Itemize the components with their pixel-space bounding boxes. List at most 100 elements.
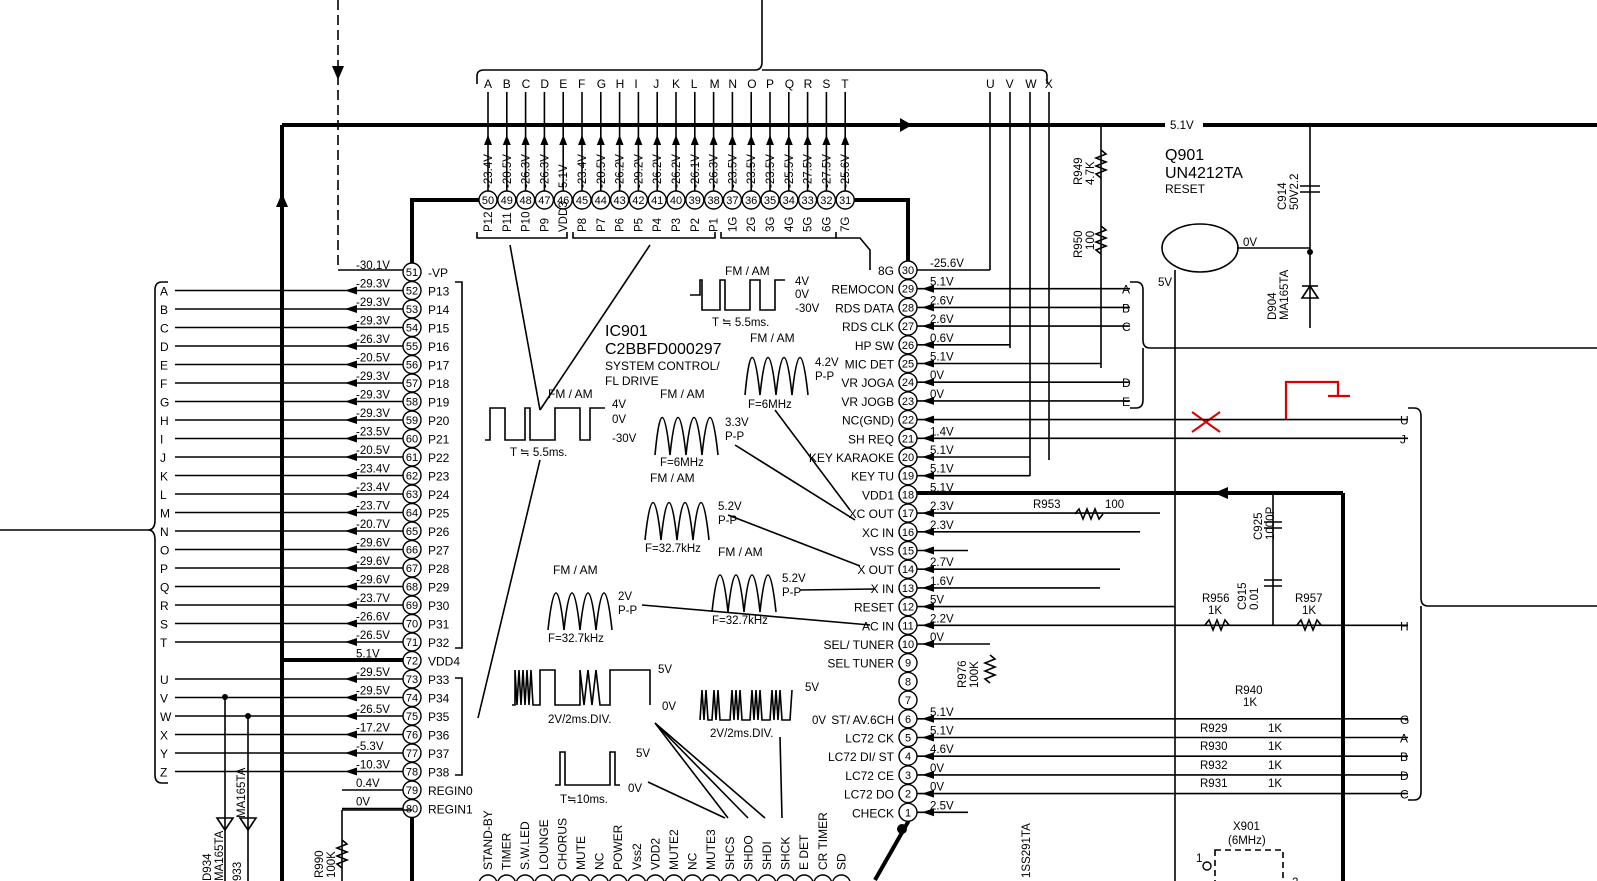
svg-text:F=32.7kHz: F=32.7kHz (645, 543, 701, 555)
pin-num-63: 63 (406, 489, 418, 501)
top-bus-letter: C (522, 77, 531, 91)
pin-name-50: P12 (483, 212, 495, 232)
right-arrow-29 (922, 284, 934, 293)
pin-name-30: 8G (878, 264, 894, 278)
left-bus-letter: D (160, 340, 169, 354)
left-bus-letter: O (160, 544, 169, 558)
left-bus-letter: J (160, 451, 166, 465)
right-arrow-13 (922, 583, 934, 592)
svg-text:50V2.2: 50V2.2 (1289, 174, 1301, 210)
bottom-pin-label: VDD2 (648, 838, 662, 870)
pin-voltage-33: -27.5V (803, 154, 815, 188)
right-bus-letter: B (1122, 301, 1130, 315)
pin-voltage-32: -27.5V (821, 154, 833, 188)
pin-name-74: P34 (428, 692, 450, 706)
left-bus-letter: S (160, 618, 168, 632)
pin-46 (553, 190, 573, 210)
svg-text:R953: R953 (1033, 499, 1061, 511)
pin-name-70: P31 (428, 618, 450, 632)
svg-text:C914: C914 (1277, 182, 1289, 210)
top-arrow-37 (728, 135, 737, 145)
right-arrow-12 (922, 602, 934, 611)
ic-desc2: FL DRIVE (605, 374, 659, 388)
svg-text:4V: 4V (795, 276, 809, 288)
left-bus-letter: Y (160, 747, 168, 761)
top-bus-letter: O (747, 77, 756, 91)
pin-name-67: P28 (428, 562, 450, 576)
pin-num-47: 47 (538, 195, 550, 207)
pin-name-28: RDS DATA (835, 301, 894, 315)
top-bus-letter: K (672, 77, 680, 91)
pin-9 (898, 653, 918, 673)
svg-text:T ≒ 5.5ms.: T ≒ 5.5ms. (712, 317, 769, 329)
pin-num-42: 42 (632, 195, 644, 207)
pin-voltage-65: -20.7V (356, 519, 390, 531)
pin-voltage-63: -23.4V (356, 482, 390, 494)
pin-name-19: KEY TU (851, 470, 894, 484)
svg-text:D934: D934 (202, 853, 214, 881)
top-arrow-41 (653, 135, 662, 145)
top-arrow-40 (672, 135, 680, 145)
pin-num-20: 20 (902, 452, 914, 464)
svg-text:100: 100 (1105, 499, 1124, 511)
pin-name-32: 6G (821, 217, 833, 232)
svg-text:3.3V: 3.3V (725, 417, 749, 429)
bottom-pin (813, 874, 833, 881)
pin-name-20: KEY KARAOKE (809, 451, 894, 465)
pin-num-32: 32 (820, 195, 832, 207)
svg-text:5V: 5V (805, 682, 819, 694)
left-arrow-60 (345, 434, 357, 443)
pin-voltage-5: 5.1V (930, 726, 954, 738)
pin-num-14: 14 (902, 564, 914, 576)
pin-name-37: 1G (727, 217, 739, 232)
pin-voltage-69: -23.7V (356, 593, 390, 605)
svg-text:FM / AM: FM / AM (750, 331, 795, 345)
bottom-pin-label: STAND-BY (481, 810, 495, 870)
left-arrow-71 (345, 638, 357, 646)
left-bus-letter: P (160, 562, 168, 576)
pin-name-41: P4 (652, 217, 664, 232)
right-bus-letter: G (1400, 713, 1409, 727)
pin-name-62: P23 (428, 470, 450, 484)
svg-text:933: 933 (232, 862, 244, 881)
right-arrow-17 (922, 509, 934, 518)
pin-voltage-52: -29.3V (356, 279, 390, 291)
pin-41 (647, 190, 667, 210)
pin-36 (741, 190, 761, 210)
pin-num-66: 66 (406, 545, 418, 557)
pin-name-38: P1 (709, 218, 721, 232)
svg-text:R957: R957 (1295, 593, 1323, 605)
bottom-pin (646, 874, 665, 881)
pin-name-17: XC OUT (849, 507, 895, 521)
pin-name-6: ST/ AV.6CH (831, 713, 894, 727)
svg-text:R949: R949 (1073, 158, 1085, 186)
svg-text:D904: D904 (1267, 292, 1279, 320)
pin-voltage-76: -17.2V (356, 723, 390, 735)
svg-text:P-P: P-P (718, 515, 738, 527)
top-bus-letter: B (503, 77, 511, 91)
pin-name-45: P8 (577, 218, 589, 232)
svg-text:5V: 5V (1158, 277, 1172, 289)
svg-text:R976: R976 (957, 661, 969, 689)
right-arrow-2 (922, 789, 934, 798)
svg-text:4V: 4V (612, 399, 626, 411)
left-arrow-73 (345, 675, 357, 683)
pin-name-77: P37 (428, 747, 450, 761)
pin-num-28: 28 (902, 302, 914, 314)
pin-voltage-68: -29.6V (356, 575, 390, 587)
svg-text:1K: 1K (1268, 778, 1282, 790)
pin-33 (797, 190, 818, 210)
pin-voltage-78: -10.3V (356, 760, 390, 772)
svg-text:100K: 100K (969, 661, 981, 688)
right-bus-letter: B (1400, 750, 1408, 764)
pin-name-34: 4G (784, 217, 796, 232)
pin-name-72: VDD4 (428, 655, 460, 669)
bottom-pin (608, 874, 628, 881)
svg-text:UN4212TA: UN4212TA (1165, 165, 1243, 182)
svg-text:1000P: 1000P (1265, 506, 1277, 540)
pin-name-66: P27 (428, 544, 450, 558)
bottom-pin-label: SHCK (779, 837, 793, 870)
right-arrow-1 (922, 808, 934, 817)
pin-7 (898, 690, 918, 710)
